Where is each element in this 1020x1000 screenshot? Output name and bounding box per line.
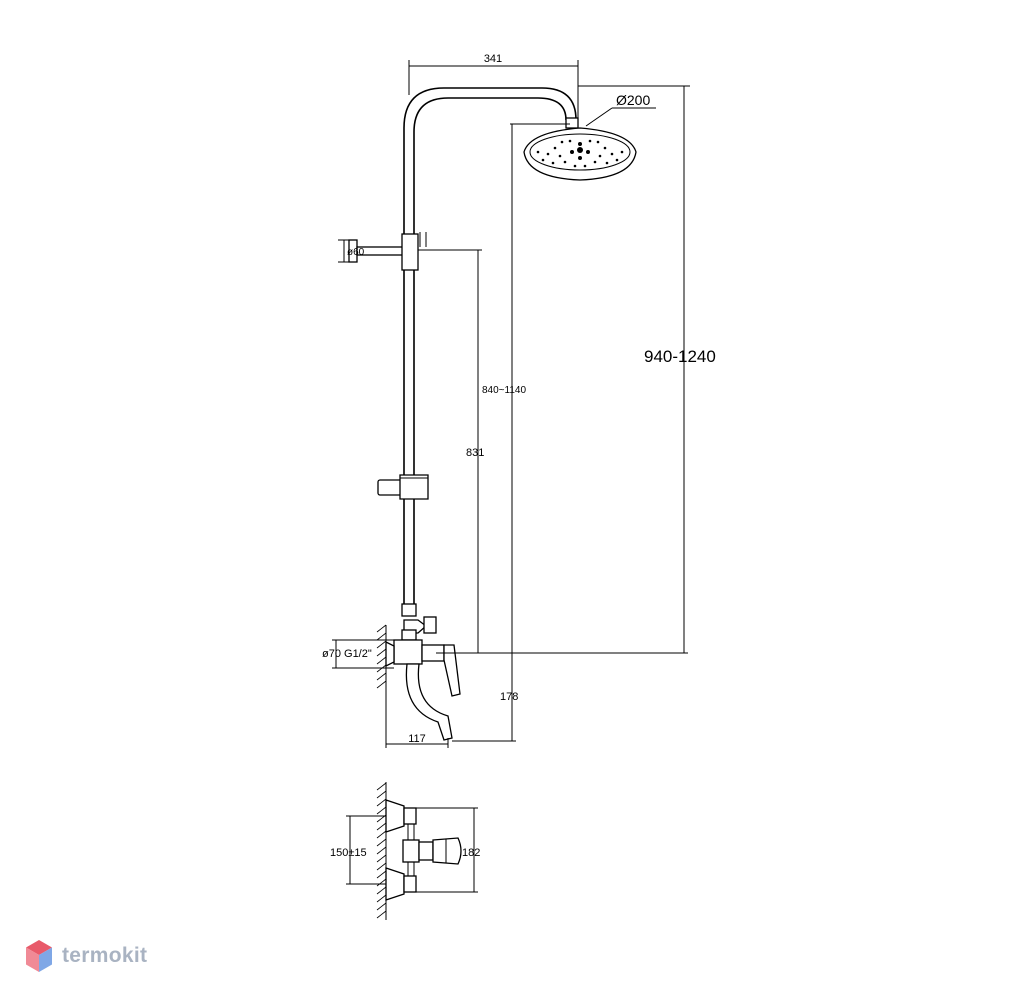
slider-holder (377, 474, 429, 500)
dim-total-height: 940-1240 (644, 347, 716, 366)
dim-head-diameter: Ø200 (616, 92, 650, 108)
bottom-dimension-lines (346, 807, 478, 893)
dim-mixer-height: 182 (462, 847, 480, 859)
termokit-logo-icon (26, 940, 52, 972)
dim-spout-reach: 117 (408, 733, 426, 745)
dim-escutcheon: ø70 G1/2" (322, 648, 372, 660)
diverter (401, 603, 437, 641)
wall-bracket (348, 232, 427, 271)
shower-head (523, 117, 637, 181)
riser-pipe (403, 87, 577, 612)
dim-inlet-spacing: 150±15 (330, 847, 367, 859)
dim-bracket-diameter: ø60 (347, 247, 365, 258)
dim-bracket-height: 831 (466, 447, 484, 459)
dimension-lines (332, 60, 690, 748)
dimension-labels: 341 Ø200 ø60 940-1240 840~1140 831 ø70 G… (322, 53, 716, 745)
dim-arm-reach: 341 (484, 53, 502, 65)
dim-head-height: 840~1140 (482, 385, 526, 396)
wall-hatching-top (376, 624, 395, 690)
brand-watermark: termokit (24, 936, 147, 976)
bath-mixer (393, 639, 461, 741)
brand-name: termokit (62, 944, 148, 967)
dim-spout-height: 178 (500, 691, 518, 703)
wall-hatching-bottom (376, 782, 387, 920)
mixer-top-view (385, 799, 462, 901)
bottom-dimension-labels: 150±15 182 (330, 847, 480, 859)
